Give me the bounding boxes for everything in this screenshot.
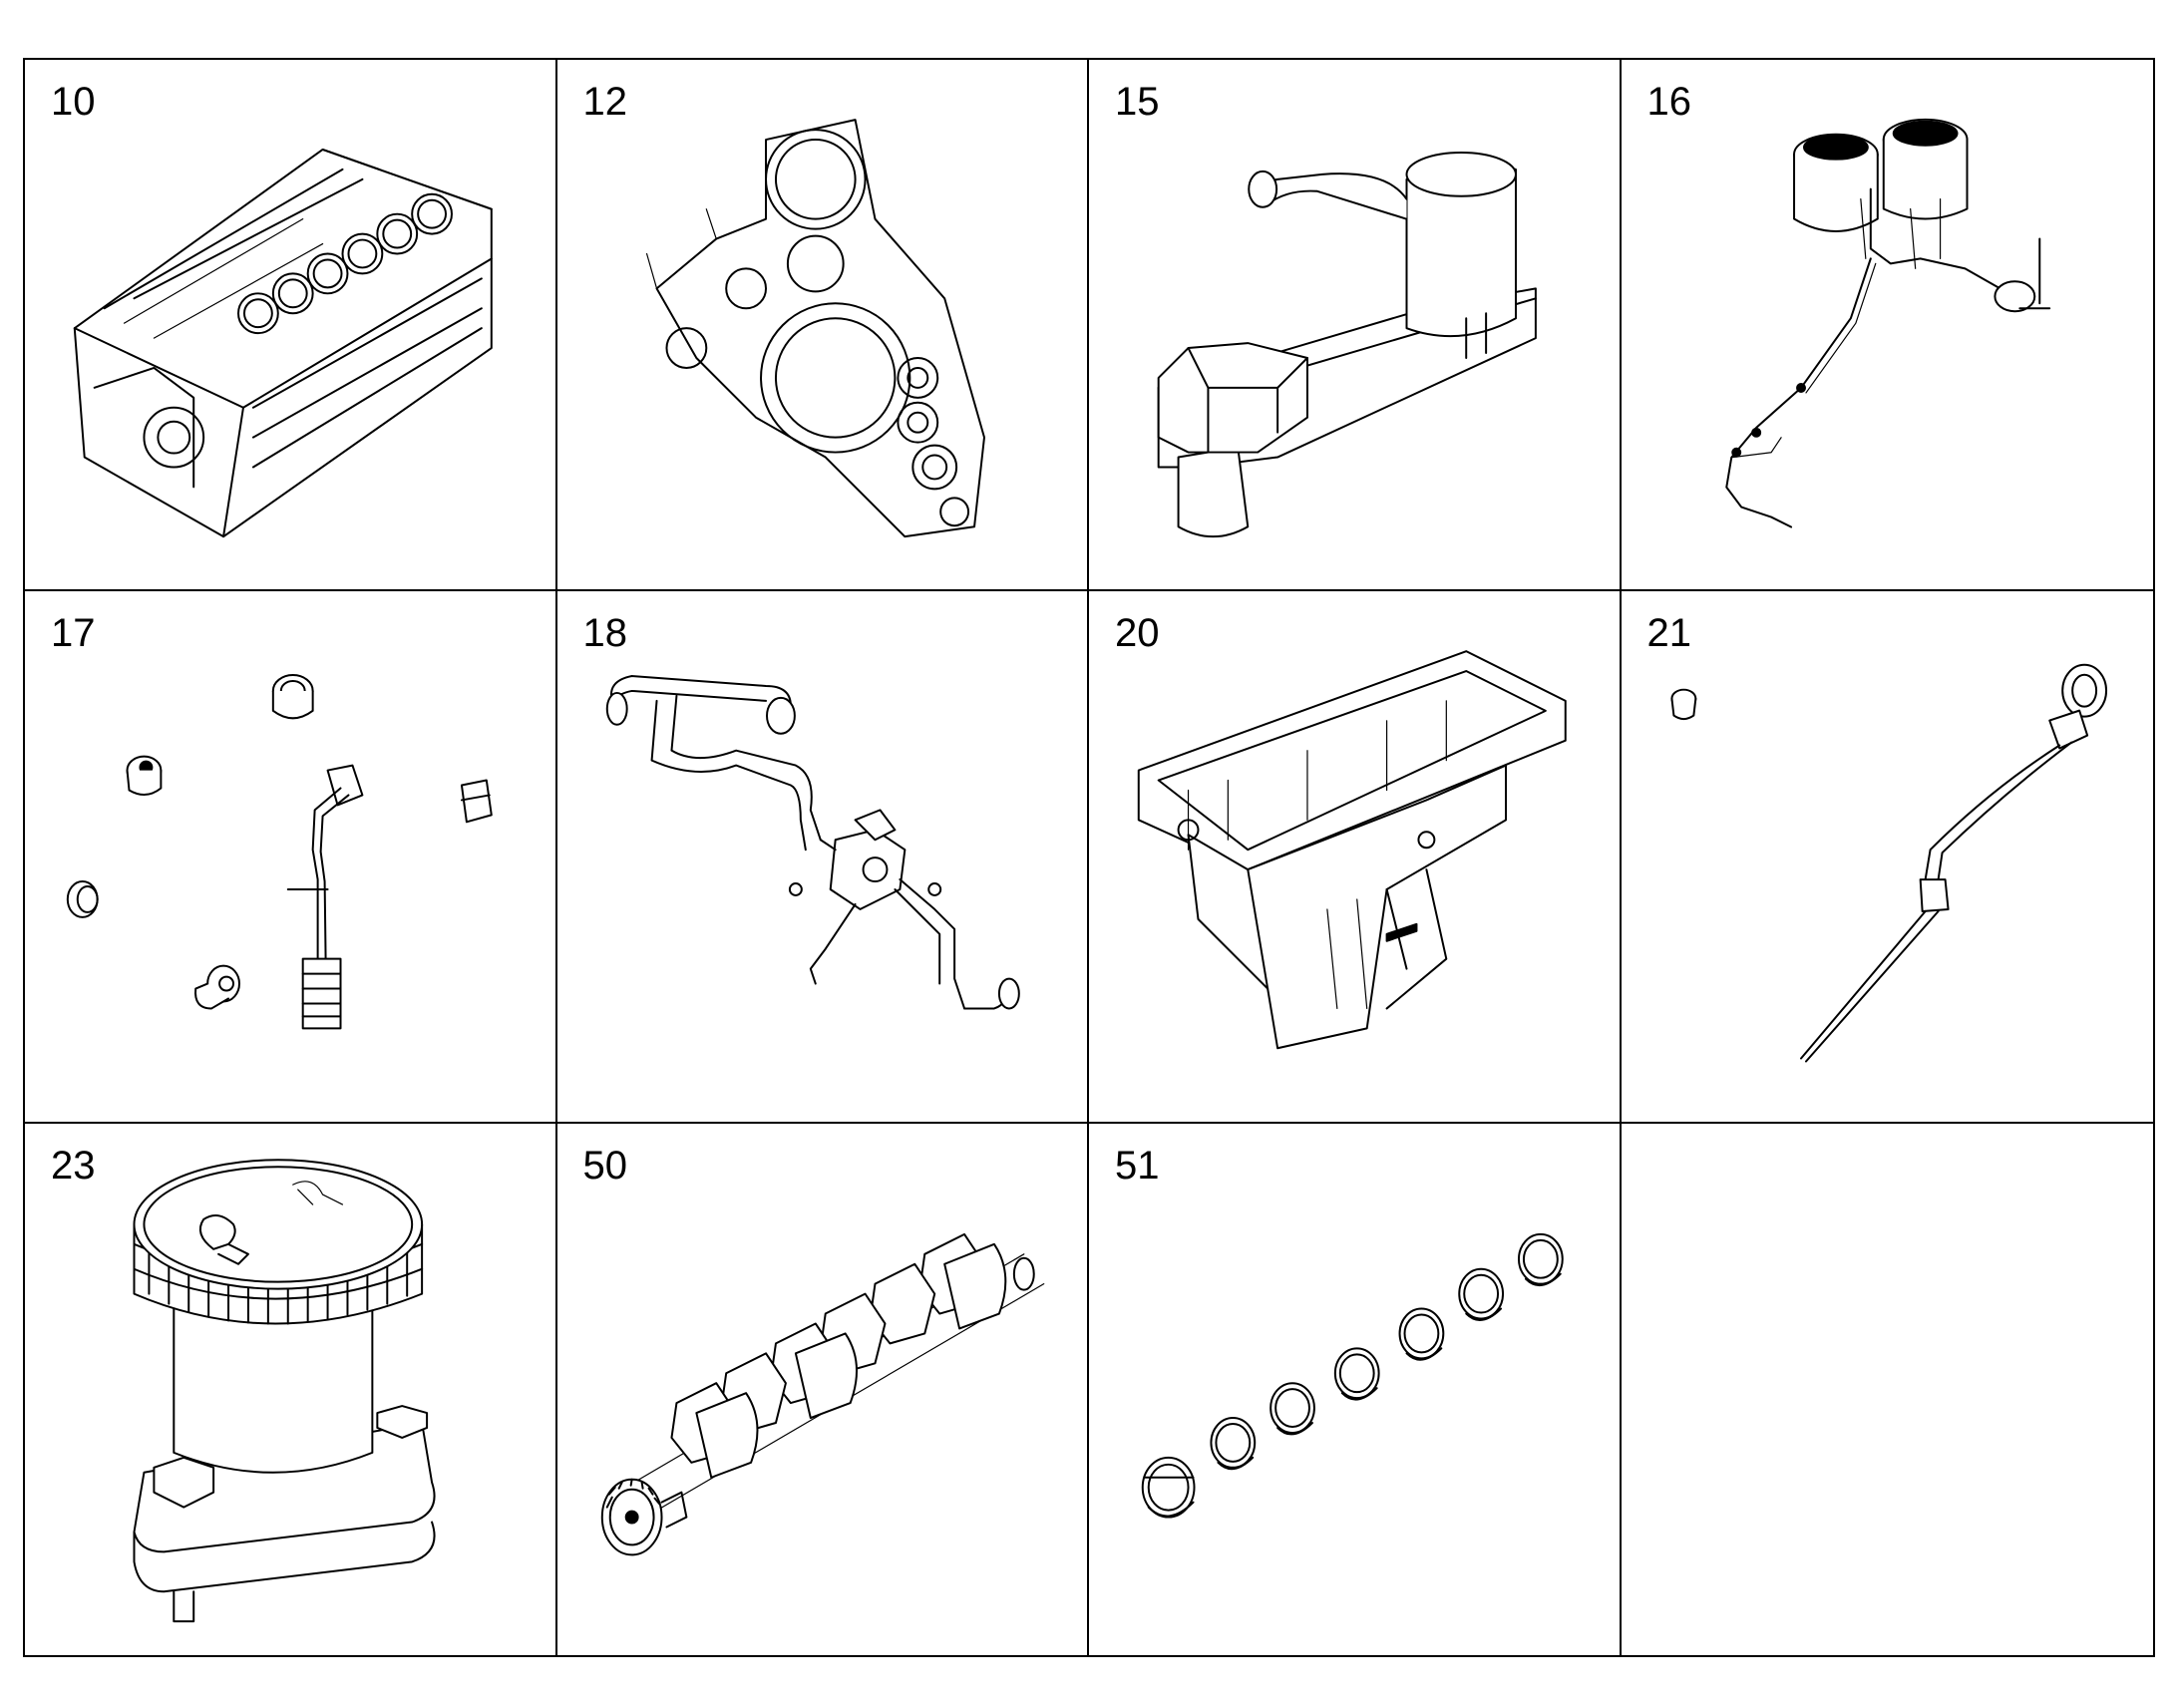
part-cell-23[interactable]: 23 [25, 1123, 557, 1655]
part-number: 21 [1646, 611, 1692, 656]
timing-case-icon [645, 119, 985, 538]
bearing-shells-icon [1141, 1232, 1564, 1519]
plugs-and-fittings-icon [66, 674, 493, 1030]
part-cell-51[interactable]: 51 [1089, 1123, 1622, 1655]
part-number: 10 [51, 80, 96, 124]
part-number: 12 [582, 80, 628, 124]
part-number: 23 [51, 1143, 96, 1188]
crankshaft-icon [600, 1232, 1044, 1556]
part-number: 50 [582, 1143, 628, 1188]
part-number: 20 [1115, 611, 1160, 656]
part-cell-empty [1622, 1124, 2154, 1655]
oil-filler-cap-icon [133, 1158, 436, 1622]
engine-block-icon [73, 148, 493, 538]
part-cell-18[interactable]: 18 [556, 591, 1089, 1124]
part-number: 16 [1646, 80, 1692, 124]
part-number: 18 [582, 611, 628, 656]
oil-pan-icon [1137, 650, 1567, 1050]
part-cell-10[interactable]: 10 [25, 60, 557, 592]
part-number: 15 [1115, 80, 1160, 124]
oil-filter-head-icon [1157, 151, 1537, 538]
parts-grid: 10 12 [23, 58, 2155, 1657]
part-cell-50[interactable]: 50 [557, 1123, 1089, 1655]
part-cell-15[interactable]: 15 [1089, 60, 1622, 592]
part-number: 51 [1115, 1143, 1160, 1188]
part-cell-17[interactable]: 17 [25, 591, 557, 1124]
part-cell-16[interactable]: 16 [1621, 60, 2153, 592]
part-cell-21[interactable]: 21 [1621, 591, 2153, 1124]
part-cell-20[interactable]: 20 [1089, 591, 1622, 1124]
oil-pipe-assembly-icon [605, 675, 1020, 1010]
part-cell-12[interactable]: 12 [556, 60, 1089, 592]
dipstick-icon [1669, 664, 2107, 1063]
sensor-harness-icon [1724, 118, 2050, 528]
part-number: 17 [51, 611, 96, 656]
